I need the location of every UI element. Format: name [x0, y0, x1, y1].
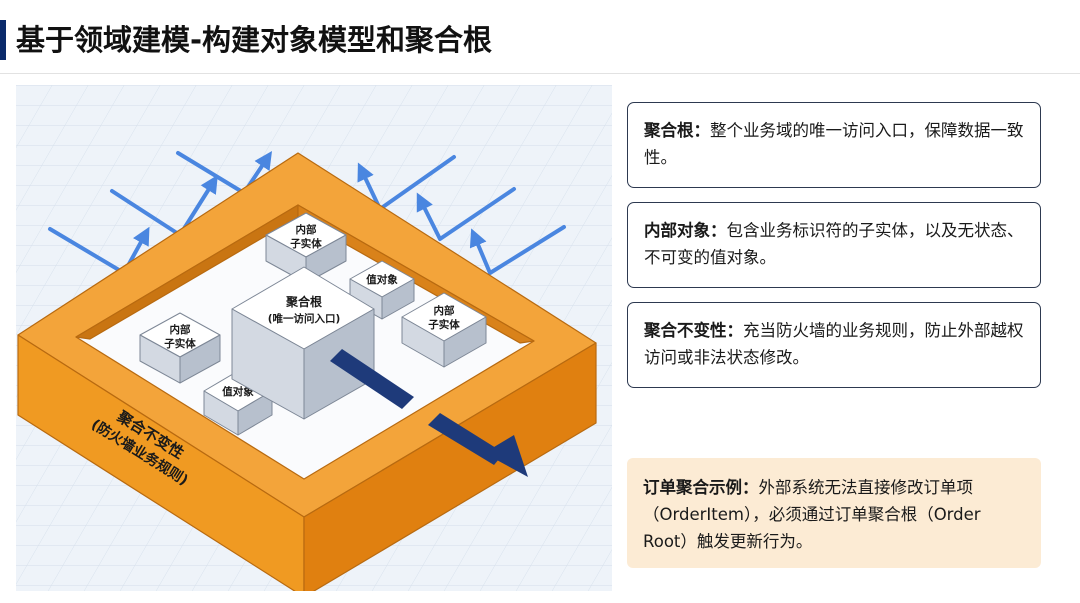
card-aggregate-root-heading: 聚合根：: [644, 121, 710, 140]
aggregate-root-box: 聚合根 (唯一访问入口): [231, 266, 375, 420]
card-aggregate-root: 聚合根：整个业务域的唯一访问入口，保障数据一致性。: [627, 102, 1041, 188]
value-top-label: 值对象: [366, 273, 398, 286]
page-title: 基于领域建模-构建对象模型和聚合根: [16, 23, 493, 57]
root-label-2: (唯一访问入口): [268, 312, 341, 325]
value-bottom-label: 值对象: [222, 385, 254, 398]
value-object-box-top: 值对象: [349, 260, 415, 320]
entity-right-label-2: 子实体: [428, 318, 460, 331]
example-body: 外部系统无法直接修改订单项（OrderItem），必须通过订单聚合根（Order…: [643, 478, 981, 551]
title-accent-bar: [0, 20, 6, 60]
blue-arrow: [469, 225, 566, 275]
entity-box-top: 内部 子实体: [265, 212, 347, 284]
root-label-1: 聚合根: [285, 294, 322, 309]
authorized-access-arrow: [330, 349, 528, 477]
card-aggregate-invariant-heading: 聚合不变性：: [644, 321, 743, 340]
blue-arrow: [416, 187, 516, 241]
card-aggregate-invariant-body: 充当防火墙的业务规则，防止外部越权访问或非法状态修改。: [644, 321, 1024, 367]
entity-left-label-2: 子实体: [164, 337, 196, 350]
card-aggregate-invariant: 聚合不变性：充当防火墙的业务规则，防止外部越权访问或非法状态修改。: [627, 302, 1041, 388]
aggregate-illustration: 聚合不变性 (防火墙业务规则) 内部 子实体 值对象 内部 子实体: [16, 85, 612, 591]
entity-box-left: 内部 子实体: [139, 312, 221, 384]
card-internal-objects: 内部对象：包含业务标识符的子实体，以及无状态、不可变的值对象。: [627, 202, 1041, 288]
example-heading: 订单聚合示例：: [643, 478, 759, 497]
title-divider: [0, 73, 1080, 74]
card-internal-objects-body: 包含业务标识符的子实体，以及无状态、不可变的值对象。: [644, 221, 1024, 267]
wall-side-face: [303, 342, 597, 591]
entity-right-label-1: 内部: [434, 304, 455, 317]
wall-inner-face-right: [297, 204, 535, 344]
entity-top-label-2: 子实体: [290, 237, 322, 250]
example-callout: 订单聚合示例：外部系统无法直接修改订单项（OrderItem），必须通过订单聚合…: [627, 458, 1041, 568]
entity-top-label-1: 内部: [296, 223, 317, 236]
entity-left-label-1: 内部: [170, 323, 191, 336]
card-aggregate-root-body: 整个业务域的唯一访问入口，保障数据一致性。: [644, 121, 1024, 167]
wall-front-face: [17, 334, 305, 591]
title-bar: 基于领域建模-构建对象模型和聚合根: [0, 18, 1080, 62]
entity-box-right: 内部 子实体: [401, 292, 487, 368]
card-internal-objects-heading: 内部对象：: [644, 221, 727, 240]
